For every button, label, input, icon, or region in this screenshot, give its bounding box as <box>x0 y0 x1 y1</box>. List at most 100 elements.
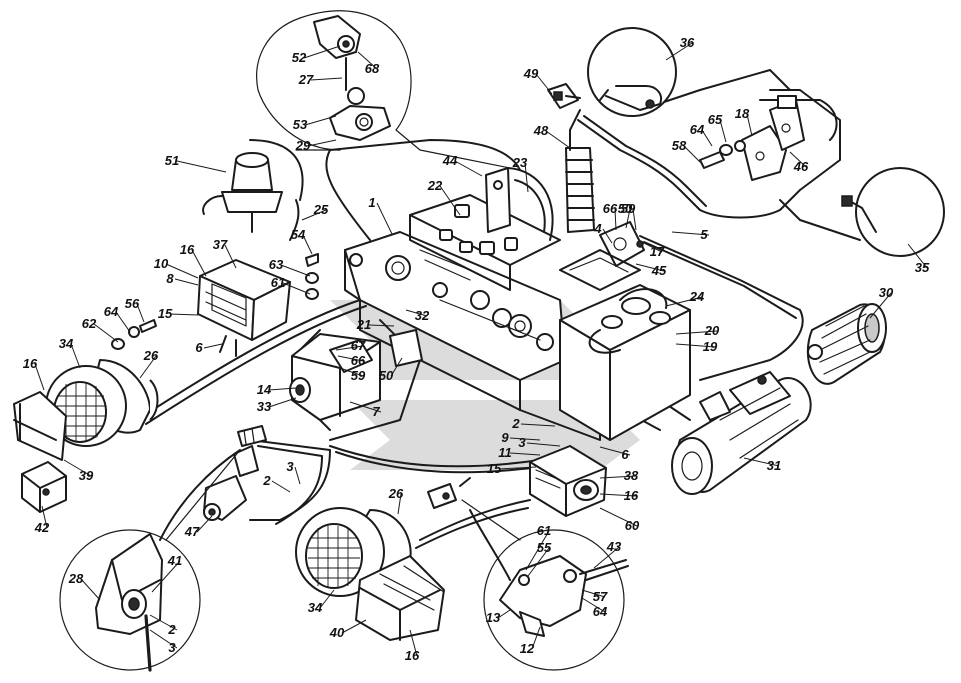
callout-leader-c68 <box>357 51 378 70</box>
callout-leader-c36 <box>665 42 693 61</box>
callout-label-c58: 58 <box>672 138 687 153</box>
callout-leader-c48 <box>545 130 571 149</box>
callout-leader-c4 <box>602 228 613 244</box>
callout-label-c14: 14 <box>257 382 272 397</box>
callout-label-c25: 25 <box>313 202 329 217</box>
callout-leader-c56 <box>136 303 145 323</box>
callout-leader-c16c <box>599 493 637 497</box>
callout-leader-c3a <box>526 442 561 447</box>
callout-leader-c31 <box>743 457 780 467</box>
bottom-headlight-34 <box>295 507 445 641</box>
callout-label-c19: 19 <box>703 339 718 354</box>
callout-label-c49: 49 <box>523 66 539 81</box>
callout-label-c32: 32 <box>415 308 430 323</box>
callout-label-c57: 57 <box>593 589 608 604</box>
callout-label-c52: 52 <box>292 50 307 65</box>
callout-label-c26a: 26 <box>143 348 159 363</box>
battery-19-20 <box>559 284 691 441</box>
callout-leader-c6b <box>599 446 631 456</box>
callout-leader-c65 <box>719 119 727 143</box>
beacon-lamp-51 <box>202 152 283 233</box>
callout-label-c66b: 66 <box>351 353 366 368</box>
callout-leader-c26a <box>139 355 157 379</box>
callout-label-c63: 63 <box>269 257 284 272</box>
headlight-35 <box>841 167 945 257</box>
bottom-headlight-grille <box>308 526 360 588</box>
callout-label-c36: 36 <box>680 35 695 50</box>
callout-leader-c22 <box>439 185 461 216</box>
callout-label-c46: 46 <box>793 159 809 174</box>
callout-leader-c40 <box>341 619 367 634</box>
callout-leader-c3c <box>149 629 178 649</box>
callout-label-c37: 37 <box>213 237 228 252</box>
callout-label-c11: 11 <box>498 445 512 460</box>
callout-label-c48: 48 <box>533 123 549 138</box>
callout-label-c16b: 16 <box>23 356 38 371</box>
callout-label-c67: 67 <box>351 338 366 353</box>
callout-leader-c61b <box>525 530 550 571</box>
callout-label-c29: 29 <box>295 138 311 153</box>
callout-leader-c35 <box>907 243 928 269</box>
callout-label-c4: 4 <box>593 221 602 236</box>
callout-leader-c18 <box>746 113 753 137</box>
callout-leader-c26b <box>397 493 402 515</box>
callout-leader-c19 <box>675 343 716 348</box>
sensor-plug <box>237 425 267 447</box>
callout-leader-c12 <box>531 626 541 650</box>
callout-leader-c44 <box>454 160 483 177</box>
fuse-relay-block <box>409 167 561 291</box>
callout-leader-c59b <box>339 367 364 377</box>
callout-leader-c46 <box>789 151 807 168</box>
callout-label-c3a: 3 <box>518 435 526 450</box>
callout-label-c59a: 59 <box>621 201 636 216</box>
callout-leader-c64a <box>115 311 131 333</box>
callout-label-c64b: 64 <box>690 122 705 137</box>
callout-leader-c39 <box>63 459 92 477</box>
callout-label-c42: 42 <box>34 520 50 535</box>
headlight-36 <box>587 27 677 117</box>
generator-30 <box>806 303 887 385</box>
callout-leader-c6a <box>203 343 223 349</box>
callout-label-c2a: 2 <box>511 416 520 431</box>
callout-label-c10: 10 <box>154 256 169 271</box>
callout-label-c31: 31 <box>767 458 781 473</box>
callout-leader-c16d <box>409 629 418 657</box>
callout-label-c35: 35 <box>915 260 930 275</box>
callout-leader-c45 <box>635 263 665 272</box>
callout-leaders <box>34 42 928 657</box>
callout-leader-c49 <box>535 73 553 95</box>
callout-label-c28: 28 <box>68 571 84 586</box>
relay-cluster-45 <box>559 221 645 291</box>
callout-label-c64a: 64 <box>104 304 119 319</box>
callout-label-c6a: 6 <box>195 340 203 355</box>
callout-label-c7: 7 <box>372 404 380 419</box>
callout-leader-c11 <box>509 452 541 456</box>
callout-label-c2b: 2 <box>262 473 271 488</box>
callout-leader-c14 <box>268 387 297 391</box>
callout-leader-c43 <box>593 546 620 569</box>
callout-leader-c16a <box>191 249 207 277</box>
left-headlight-34 <box>13 359 159 461</box>
callout-label-c17: 17 <box>650 244 665 259</box>
callout-label-c12: 12 <box>520 641 535 656</box>
callout-leader-c37 <box>224 244 237 269</box>
callout-leader-c2b <box>271 480 291 493</box>
callout-label-c18: 18 <box>735 106 750 121</box>
callout-label-c54: 54 <box>291 227 306 242</box>
callout-leader-c8 <box>174 278 199 286</box>
callout-label-c3c: 3 <box>168 640 176 655</box>
callout-label-c45: 45 <box>651 263 667 278</box>
callout-leader-c51 <box>176 160 227 173</box>
callout-label-c34a: 34 <box>59 336 74 351</box>
callout-leader-c54 <box>302 234 313 255</box>
callout-label-c59b: 59 <box>351 368 366 383</box>
callout-label-c20: 20 <box>704 323 720 338</box>
callout-leader-c2c <box>149 614 178 631</box>
callout-leader-c2a <box>520 423 556 427</box>
callout-label-c61b: 61 <box>537 523 551 538</box>
callout-label-c41: 41 <box>167 553 182 568</box>
dashboard-switch-block-37 <box>197 259 291 357</box>
callout-leader-c67 <box>335 345 364 351</box>
callout-leader-c23 <box>524 162 529 193</box>
callout-leader-c55 <box>527 547 550 577</box>
